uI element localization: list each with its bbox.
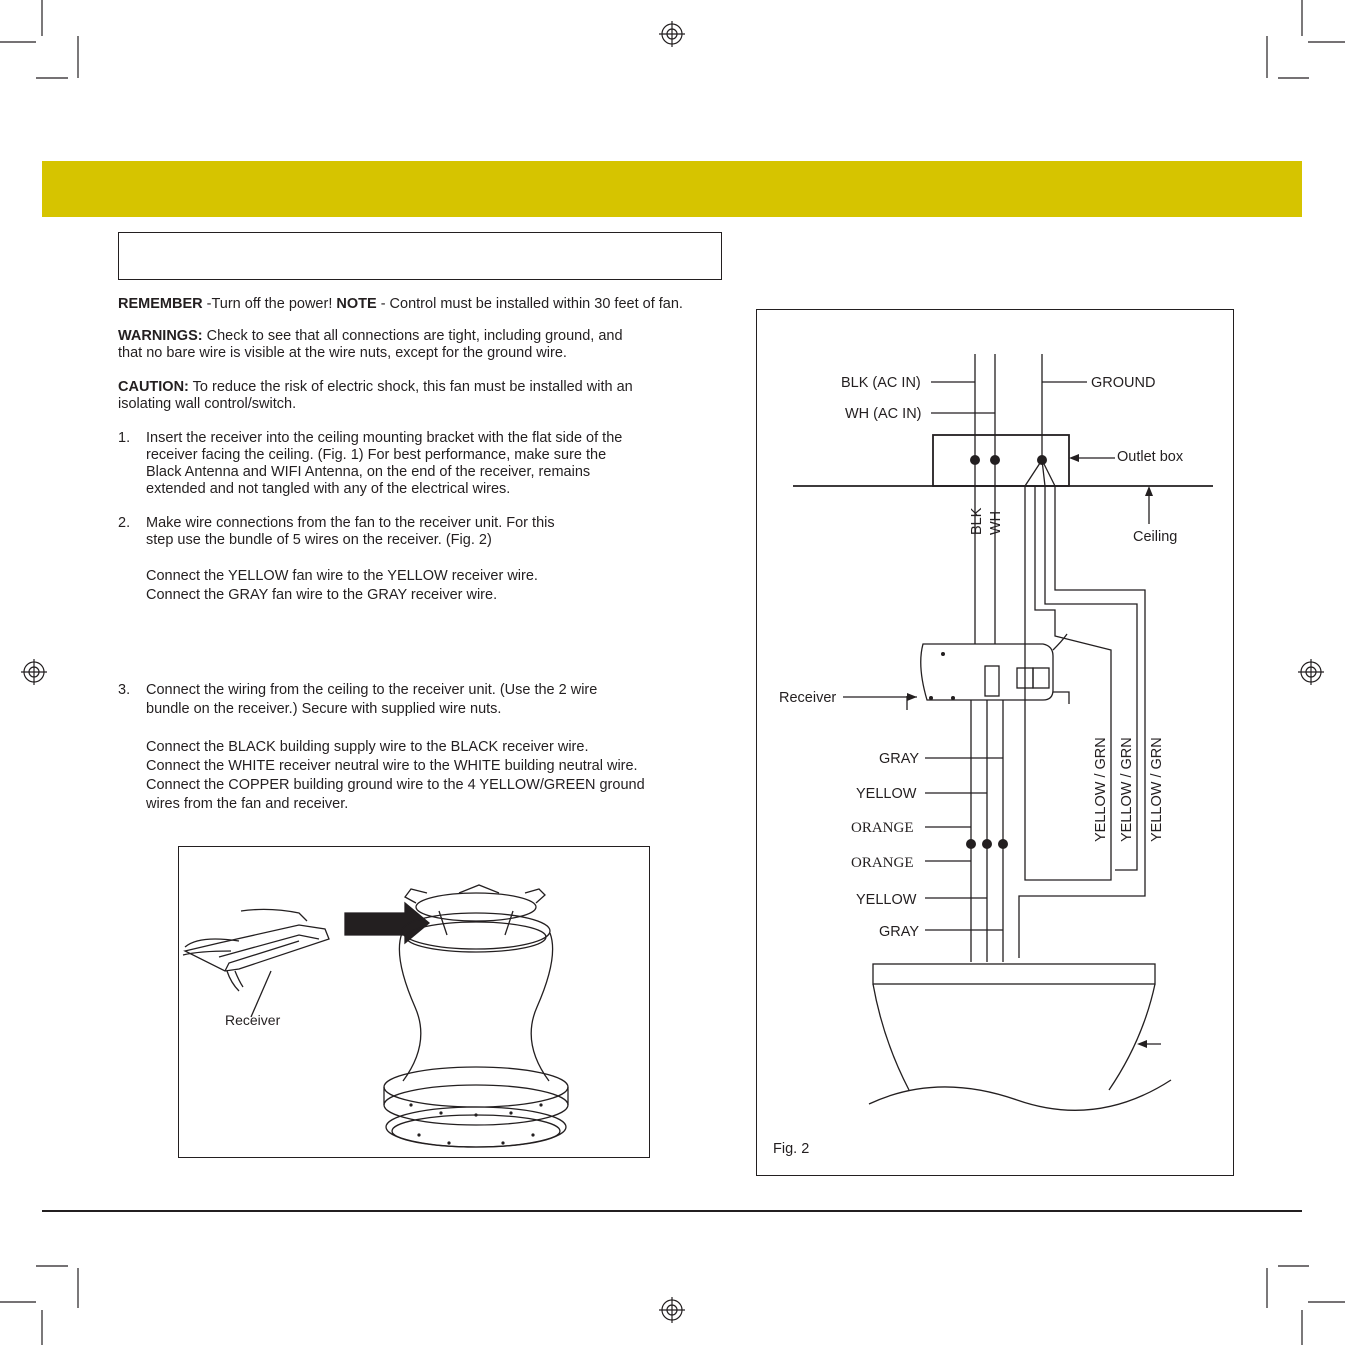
label-gray-bottom: GRAY — [879, 924, 919, 940]
figure-1: Receiver — [178, 846, 650, 1158]
step1-line-2: receiver facing the ceiling. (Fig. 1) Fo… — [146, 447, 607, 463]
label-yellow-grn-3: YELLOW / GRN — [1149, 737, 1165, 842]
step2-line-2: step use the bundle of 5 wires on the re… — [146, 532, 492, 548]
step1-line-4: extended and not tangled with any of the… — [146, 481, 511, 497]
step3-line-1: Connect the wiring from the ceiling to t… — [146, 682, 598, 698]
remember-line: REMEMBER -Turn off the power! NOTE - Con… — [118, 296, 683, 312]
registration-mark-top — [659, 21, 685, 47]
caution-line-1: CAUTION: To reduce the risk of electric … — [118, 379, 633, 395]
label-yellow-top: YELLOW — [856, 786, 917, 802]
step3-connect-black: Connect the BLACK building supply wire t… — [146, 739, 589, 755]
label-ground: GROUND — [1091, 375, 1155, 391]
step2-connect-gray: Connect the GRAY fan wire to the GRAY re… — [146, 587, 498, 603]
step1-line-1: Insert the receiver into the ceiling mou… — [146, 430, 623, 446]
step3-connect-copper-2: wires from the fan and receiver. — [146, 796, 349, 812]
step1-line-3: Black Antenna and WIFI Antenna, on the e… — [146, 464, 591, 480]
label-receiver: Receiver — [779, 690, 836, 706]
step3-number: 3. — [118, 682, 131, 698]
label-wh: WH — [988, 511, 1004, 535]
registration-mark-left — [21, 659, 47, 685]
step3-line-2: bundle on the receiver.) Secure with sup… — [146, 701, 502, 717]
registration-mark-bottom — [659, 1297, 685, 1323]
figure-2: BLK (AC IN) WH (AC IN) GROUND Outlet box… — [756, 309, 1234, 1176]
label-gray-top: GRAY — [879, 751, 919, 767]
step1-number: 1. — [118, 430, 131, 446]
label-blk: BLK — [969, 507, 985, 535]
step2-connect-yellow: Connect the YELLOW fan wire to the YELLO… — [146, 568, 538, 584]
label-yellow-bottom: YELLOW — [856, 892, 917, 908]
wiring-diagram: BLK (AC IN) WH (AC IN) GROUND Outlet box… — [773, 354, 1213, 1157]
header-band — [42, 161, 1302, 217]
fig1-receiver-label: Receiver — [225, 1012, 281, 1028]
label-orange-bottom: ORANGE — [851, 855, 914, 871]
label-outlet-box: Outlet box — [1117, 449, 1184, 465]
receiver-bracket-illustration: Receiver — [182, 884, 569, 1148]
figure-2-caption: Fig. 2 — [773, 1141, 809, 1157]
step2-line-1: Make wire connections from the fan to th… — [146, 515, 555, 531]
warnings-line-2: that no bare wire is visible at the wire… — [118, 345, 567, 361]
step3-connect-white: Connect the WHITE receiver neutral wire … — [146, 758, 638, 774]
label-blk-ac-in: BLK (AC IN) — [841, 375, 921, 391]
footer-rule — [42, 1210, 1302, 1212]
step3-connect-copper: Connect the COPPER building ground wire … — [146, 777, 645, 793]
step2-number: 2. — [118, 515, 131, 531]
warnings-line-1: WARNINGS: Check to see that all connecti… — [118, 328, 623, 344]
caution-line-2: isolating wall control/switch. — [118, 396, 297, 412]
registration-mark-right — [1298, 659, 1324, 685]
label-yellow-grn-1: YELLOW / GRN — [1093, 737, 1109, 842]
label-yellow-grn-2: YELLOW / GRN — [1119, 737, 1135, 842]
section-title-box — [118, 232, 722, 280]
label-orange-top: ORANGE — [851, 820, 914, 836]
label-ceiling: Ceiling — [1133, 529, 1177, 545]
label-wh-ac-in: WH (AC IN) — [845, 406, 922, 422]
